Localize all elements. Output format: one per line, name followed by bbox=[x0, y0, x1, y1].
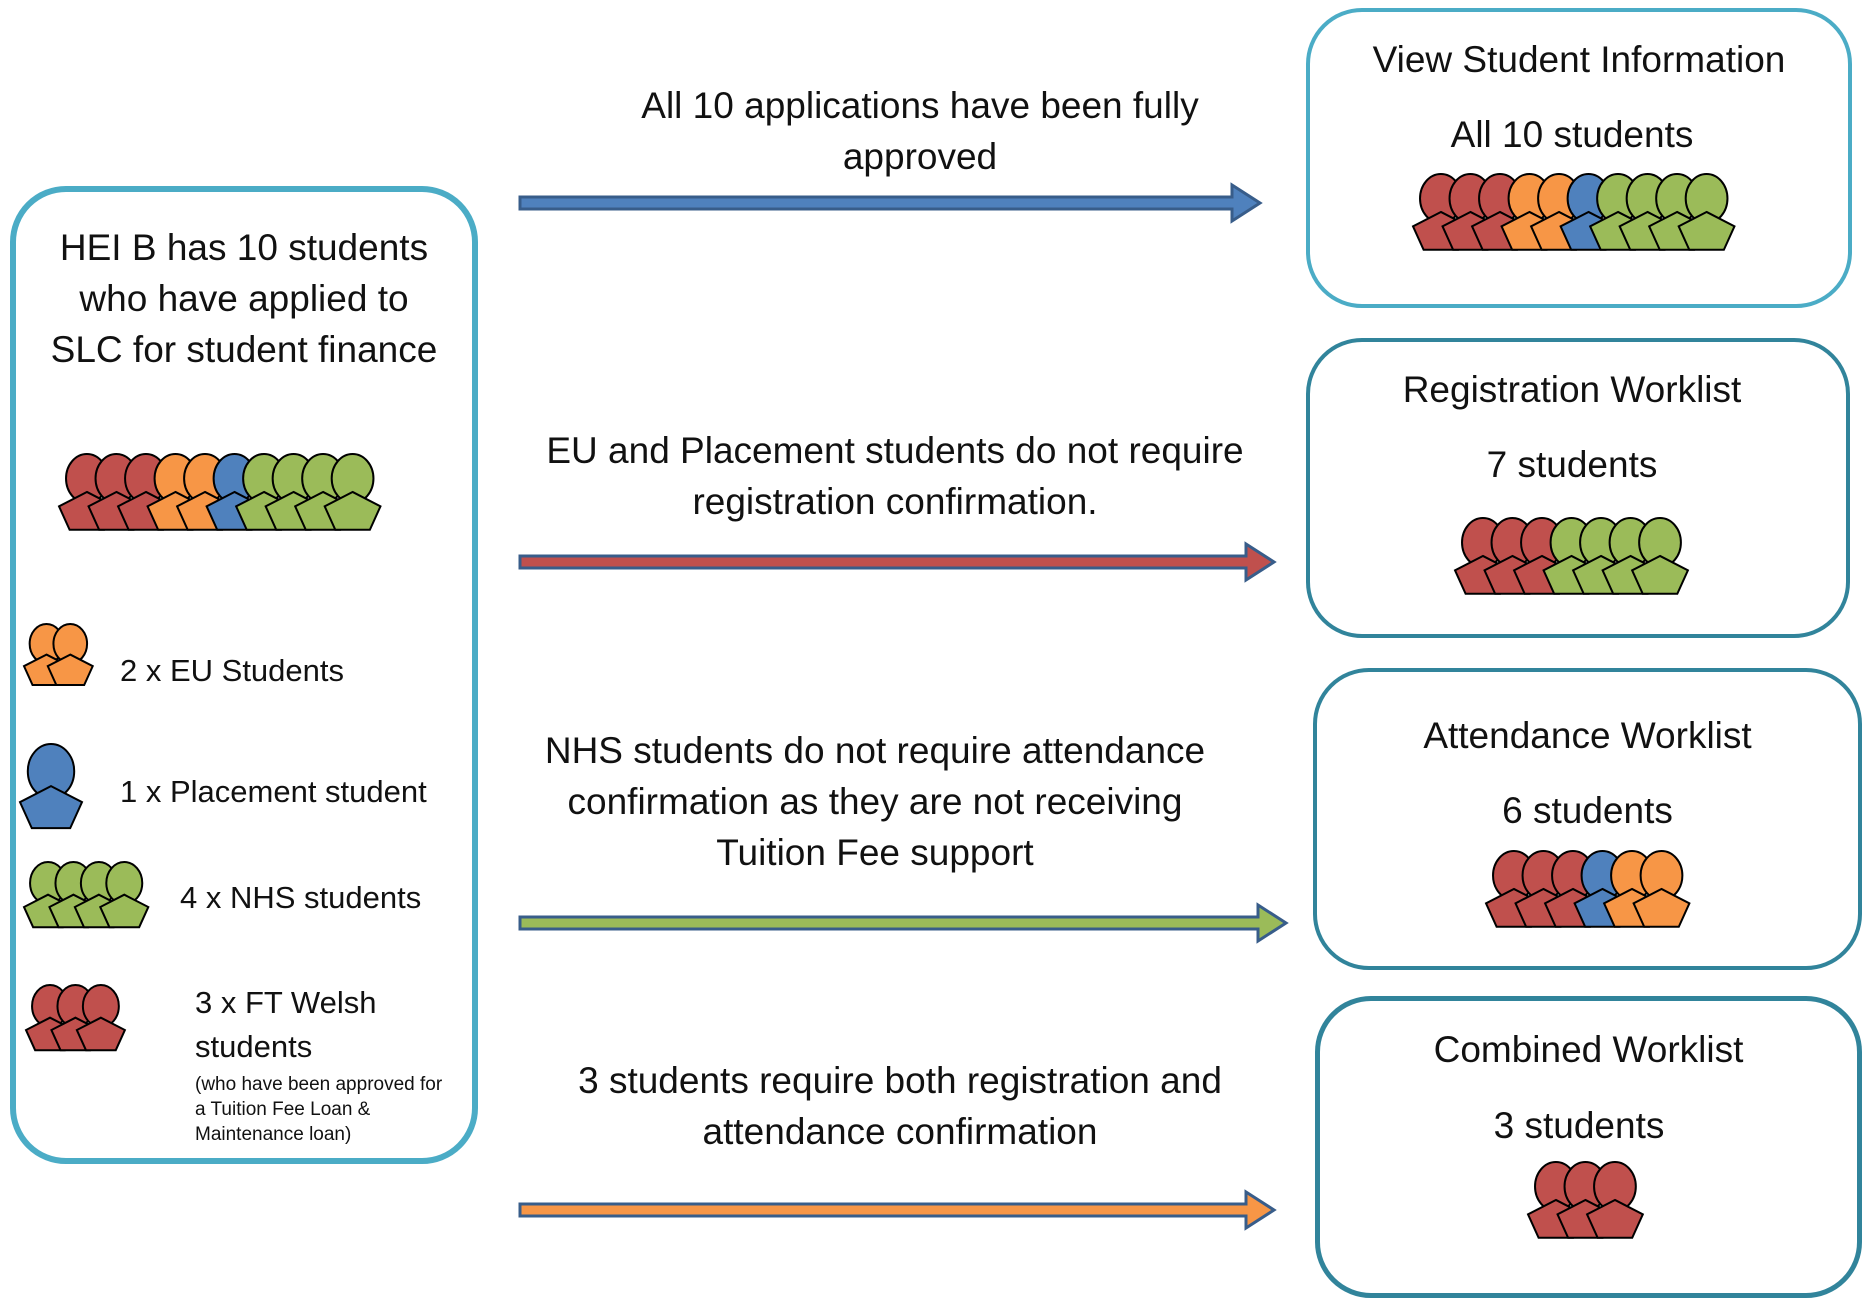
student-body bbox=[1585, 1198, 1645, 1239]
legend-label-eu: 2 x EU Students bbox=[120, 653, 345, 688]
student-body bbox=[75, 1016, 127, 1052]
legend-label-welsh-line1: 3 x FT Welsh bbox=[195, 985, 377, 1020]
flow-caption-attendance: NHS students do not require attendance c… bbox=[544, 730, 1206, 873]
arrow-attendance bbox=[518, 902, 1289, 944]
student-body bbox=[323, 490, 382, 531]
arrow-shape bbox=[518, 1189, 1277, 1231]
student-body bbox=[18, 785, 84, 830]
target-title-registration-worklist: Registration Worklist bbox=[1402, 369, 1742, 410]
target-box-combined-worklist bbox=[1315, 996, 1862, 1298]
legend-label-placement: 1 x Placement student bbox=[120, 774, 427, 809]
legend-icon-placement bbox=[18, 743, 84, 830]
target-count-view-student-information: All 10 students bbox=[1450, 114, 1694, 155]
target-title-combined-worklist: Combined Worklist bbox=[1433, 1029, 1744, 1070]
target-group-attendance-worklist bbox=[1484, 850, 1691, 928]
student-body bbox=[98, 893, 150, 929]
student-body bbox=[1630, 554, 1690, 595]
arrow-registration bbox=[518, 541, 1277, 583]
student-body bbox=[1677, 210, 1736, 251]
target-group-registration-worklist bbox=[1453, 517, 1690, 595]
arrow-shape bbox=[518, 541, 1277, 583]
flow-caption-combined: 3 students require both registration and… bbox=[578, 1060, 1222, 1152]
source-panel-title: HEI B has 10 students who have applied t… bbox=[50, 227, 438, 370]
legend-icon-nhs bbox=[22, 861, 150, 929]
student-body bbox=[1632, 887, 1691, 928]
legend-label-nhs: 4 x NHS students bbox=[180, 880, 422, 915]
target-count-registration-worklist: 7 students bbox=[1486, 444, 1658, 485]
target-title-view-student-information: View Student Information bbox=[1372, 39, 1786, 80]
flow-caption-all-approved: All 10 applications have been fully appr… bbox=[641, 85, 1199, 177]
legend-icon-welsh bbox=[24, 984, 127, 1052]
student-body bbox=[46, 653, 95, 687]
arrow-shape bbox=[518, 902, 1289, 944]
target-count-combined-worklist: 3 students bbox=[1493, 1105, 1665, 1146]
target-title-attendance-worklist: Attendance Worklist bbox=[1423, 715, 1752, 756]
target-box-view-student-information bbox=[1306, 8, 1852, 308]
arrow-combined bbox=[518, 1189, 1277, 1231]
flow-caption-registration: EU and Placement students do not require… bbox=[546, 430, 1244, 522]
arrow-shape bbox=[518, 182, 1263, 224]
legend-label-welsh-line2: students bbox=[195, 1029, 313, 1064]
target-group-combined-worklist bbox=[1526, 1161, 1645, 1239]
legend-icon-eu bbox=[22, 623, 95, 687]
source-student-group bbox=[57, 453, 382, 531]
arrow-all-approved bbox=[518, 182, 1263, 224]
target-group-view-student-information bbox=[1411, 173, 1736, 251]
target-count-attendance-worklist: 6 students bbox=[1502, 790, 1673, 831]
legend-note-welsh: (who have been approved for a Tuition Fe… bbox=[195, 1074, 443, 1145]
